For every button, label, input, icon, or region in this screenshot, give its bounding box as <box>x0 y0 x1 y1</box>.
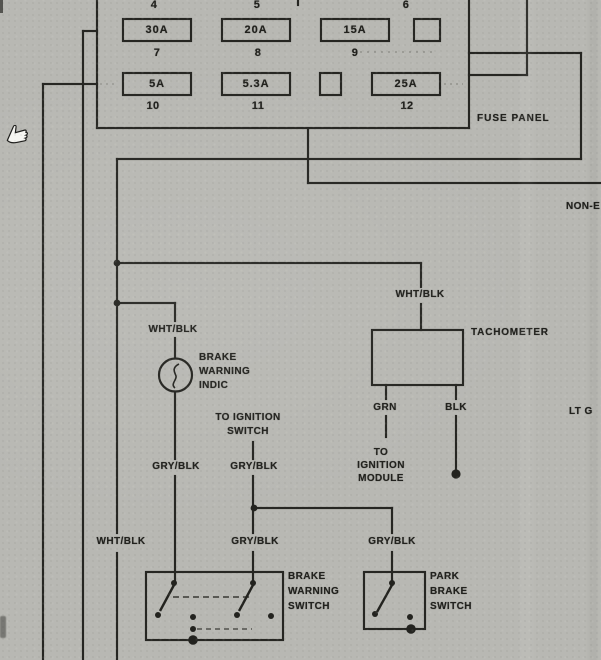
fuse-position-12: 12 <box>400 100 414 112</box>
wire-ignition-switch <box>252 475 254 534</box>
wire-segment <box>307 128 309 184</box>
switch-label-line: WARNING <box>288 586 340 597</box>
wire-grn-lead <box>385 384 387 400</box>
wire-blk-lead <box>455 384 457 400</box>
wire-segment <box>297 0 299 6</box>
non-cluster-label: NON-E <box>566 201 601 212</box>
switch-label-line: PARK <box>430 571 460 582</box>
wire-tach-branch <box>116 262 422 264</box>
wire-main-feed-horizontal <box>116 158 582 160</box>
wire-segment <box>391 551 393 583</box>
fuse-20a: 20A <box>221 18 291 42</box>
wire-label-gry-blk-1: GRY/BLK <box>152 461 200 472</box>
fuse-5-3a: 5.3A <box>221 72 291 96</box>
wire-segment <box>174 391 176 460</box>
wire-segment <box>174 337 176 359</box>
fuse-panel-bottom-edge <box>96 127 470 129</box>
fuse-panel-right-edge <box>468 0 470 129</box>
park-brake-switch-box <box>363 571 426 630</box>
scan-edge-mark <box>0 0 3 13</box>
wire-to-non-cluster <box>307 182 601 184</box>
fuse-panel-label: FUSE PANEL <box>477 113 550 124</box>
fuse-15a: 15A <box>320 18 390 42</box>
wire-segment <box>580 52 582 160</box>
to-ignition-switch-line: TO IGNITION <box>215 412 281 423</box>
switch-label-line: BRAKE <box>430 586 468 597</box>
wire-segment <box>420 262 422 288</box>
wire-label-lt-grn: LT G <box>569 406 593 417</box>
to-ignition-switch-label: TO IGNITION SWITCH <box>205 411 291 439</box>
wire-label-gry-blk-2: GRY/BLK <box>230 461 278 472</box>
fuse-25a: 25A <box>371 72 441 96</box>
brake-warning-switch-label: BRAKE WARNING SWITCH <box>288 569 339 614</box>
to-ignition-switch-line: SWITCH <box>227 426 269 437</box>
indicator-lamp-icon <box>157 357 194 393</box>
wire-vertical-left-1 <box>42 83 44 660</box>
fuse-blank-6 <box>413 18 441 42</box>
tachometer-label: TACHOMETER <box>471 327 549 338</box>
wire-label-wht-blk-indicator: WHT/BLK <box>148 324 198 335</box>
indicator-label-line: BRAKE <box>199 352 237 363</box>
indicator-label-line: WARNING <box>199 366 251 377</box>
park-brake-switch-label: PARK BRAKE SWITCH <box>430 569 472 614</box>
wire-ignition-switch <box>252 551 254 583</box>
switch-label-line: SWITCH <box>288 601 330 612</box>
wire-segment <box>420 303 422 331</box>
wire-segment <box>468 52 582 54</box>
to-ignition-module-line: MODULE <box>358 473 404 484</box>
wire-park-brake-branch <box>252 507 393 509</box>
hand-cursor-icon <box>6 124 28 144</box>
wire-label-wht-blk-main: WHT/BLK <box>96 536 146 547</box>
wire-label-gry-blk-3: GRY/BLK <box>231 536 279 547</box>
fuse-position-4: 4 <box>150 0 158 11</box>
indicator-label-line: INDIC <box>199 380 229 391</box>
scan-edge-mark <box>0 616 6 638</box>
wire-segment <box>468 74 528 76</box>
lamp-filament <box>172 363 180 389</box>
wire-label-grn: GRN <box>373 402 397 413</box>
wire-grn-lead <box>385 415 387 438</box>
fuse-panel-left-edge <box>96 0 98 129</box>
fuse-position-11: 11 <box>251 100 265 112</box>
wire-indicator-branch <box>116 302 176 304</box>
wire-segment <box>42 83 98 85</box>
wire-label-gry-blk-4: GRY/BLK <box>368 536 416 547</box>
brake-warning-indicator-label: BRAKE WARNING INDIC <box>199 351 250 393</box>
fuse-5a: 5A <box>122 72 192 96</box>
wire-label-blk: BLK <box>445 402 467 413</box>
wire-segment <box>526 0 528 76</box>
to-ignition-module-line: TO <box>373 447 389 458</box>
fuse-position-10: 10 <box>146 100 160 112</box>
wire-label-wht-blk-tach: WHT/BLK <box>395 289 445 300</box>
to-ignition-module-label: TO IGNITION MODULE <box>350 446 412 485</box>
wire-segment <box>174 302 176 322</box>
fuse-position-6: 6 <box>402 0 410 11</box>
fuse-30a: 30A <box>122 18 192 42</box>
to-ignition-module-line: IGNITION <box>357 460 405 471</box>
wire-blk-lead <box>455 415 457 474</box>
fuse-position-7: 7 <box>153 47 161 59</box>
wire-segment <box>82 30 98 32</box>
wire-vertical-left-2 <box>82 30 84 660</box>
fuse-position-5: 5 <box>253 0 261 11</box>
switch-label-line: BRAKE <box>288 571 326 582</box>
brake-warning-switch-box <box>145 571 284 641</box>
fuse-position-8: 8 <box>254 47 262 59</box>
wire-ignition-switch <box>252 441 254 460</box>
fuse-position-9: 9 <box>351 47 359 59</box>
fuse-blank-9 <box>319 72 342 96</box>
tachometer-box <box>371 329 464 386</box>
wire-wht-blk-main <box>116 158 118 534</box>
wire-segment <box>174 475 176 583</box>
wire-wht-blk-main <box>116 552 118 660</box>
switch-label-line: SWITCH <box>430 601 472 612</box>
wire-segment <box>391 507 393 534</box>
